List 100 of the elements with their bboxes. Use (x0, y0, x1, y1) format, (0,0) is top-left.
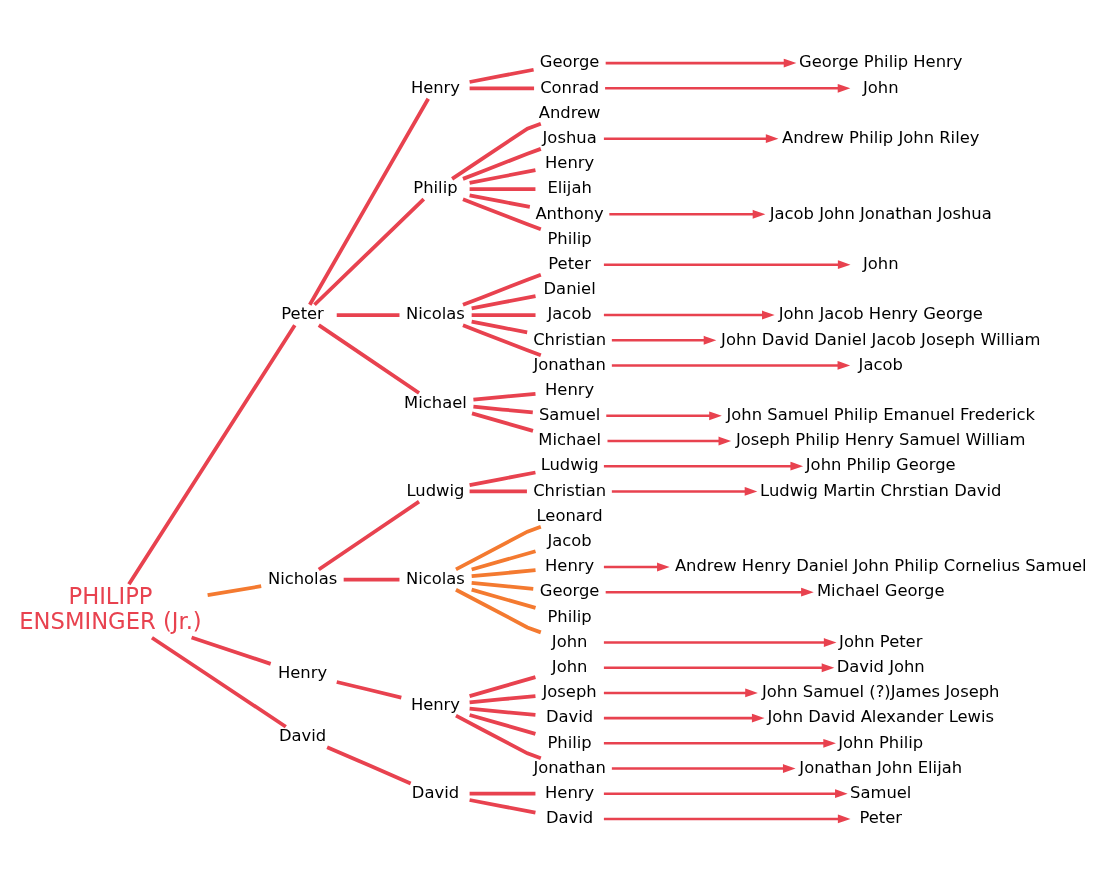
node-text: Christian (533, 329, 607, 349)
node-text: Andrew Philip John Riley (782, 127, 980, 147)
node-text: Ludwig (540, 454, 599, 474)
connector (471, 312, 536, 317)
connector (317, 323, 421, 394)
arrow (607, 436, 732, 445)
node-text: Peter (548, 253, 591, 273)
connector (469, 489, 527, 493)
connector (471, 319, 528, 334)
node-text: Anthony (535, 203, 604, 223)
node-text: Ludwig (406, 480, 465, 500)
connector (469, 791, 536, 796)
connector (471, 293, 536, 310)
arrow (603, 310, 775, 319)
node-text: John (551, 631, 588, 651)
node-text: John (551, 656, 588, 676)
node-text: Daniel (543, 278, 596, 298)
node-text: John (862, 77, 899, 97)
arrow (606, 410, 722, 420)
node-text: John Samuel (?)James Joseph (761, 681, 1000, 701)
node-text: Henry (545, 152, 595, 172)
connector (469, 67, 534, 84)
node-text: George Philip Henry (799, 51, 963, 71)
node-text: Henry (410, 694, 461, 714)
node-text: David (278, 725, 327, 745)
node-text: David (546, 706, 594, 726)
node-text: Jacob (858, 354, 903, 374)
connector (462, 146, 542, 181)
connector (469, 706, 536, 717)
node-text: Henry (545, 555, 595, 575)
connector (469, 186, 536, 191)
node-text: Andrew (538, 102, 601, 122)
connector (471, 587, 537, 610)
connector (469, 167, 536, 185)
node-text: Samuel (850, 782, 912, 802)
connector (471, 580, 534, 591)
node-text: Henry (410, 77, 461, 97)
connector (455, 713, 542, 760)
node-text: George (539, 51, 600, 71)
arrow (605, 58, 797, 68)
connector (469, 712, 536, 736)
node-text: Jonathan (533, 757, 606, 777)
node-text: John Philip (838, 732, 924, 752)
node-text: Joshua (542, 127, 597, 147)
node-text: Henry (545, 782, 595, 802)
node-text: Joseph (542, 681, 597, 701)
node-text: Henry (278, 662, 328, 682)
connector (471, 567, 536, 578)
connector (150, 635, 287, 728)
node-text: Andrew Henry Daniel John Philip Cornelius Samuel (674, 555, 1087, 575)
node-text: Nicholas (267, 568, 338, 588)
connector (471, 411, 534, 433)
node-text: Michael George (816, 580, 945, 600)
connector (471, 548, 537, 571)
connector (451, 121, 542, 180)
connector (469, 693, 536, 704)
connector (462, 272, 542, 307)
arrow (603, 713, 765, 723)
node-text: John Jacob Henry George (778, 303, 983, 323)
node-text: John Samuel Philip Emanuel Frederick (726, 404, 1035, 424)
connector (191, 635, 272, 666)
node-text: Joseph Philip Henry Samuel William (735, 429, 1026, 449)
arrow (603, 461, 804, 471)
node-text: John Philip George (805, 454, 956, 474)
node-text: David (411, 782, 460, 802)
connector (326, 744, 412, 785)
arrow (611, 335, 717, 345)
connector (469, 85, 535, 90)
node-text: Philip (413, 177, 458, 197)
connector (455, 587, 542, 634)
connector (317, 499, 421, 571)
connector (313, 197, 426, 306)
arrow (609, 209, 766, 219)
node-text: Leonard (536, 505, 603, 525)
arrow (605, 83, 851, 93)
arrow (611, 486, 758, 496)
connector (469, 797, 536, 814)
node-text: Jacob (547, 530, 592, 550)
connector (336, 679, 402, 699)
node-text: David (546, 807, 594, 827)
node-text: Ludwig Martin Chrstian David (760, 480, 1002, 500)
connector (469, 193, 531, 209)
node-text: Michael (404, 391, 467, 411)
arrow (603, 562, 670, 571)
node-text: Peter (859, 807, 903, 827)
connector (308, 97, 430, 306)
node-text: Jacob (547, 303, 592, 323)
node-text: Philip (547, 228, 592, 248)
arrow (603, 662, 835, 672)
arrow (603, 259, 851, 269)
node-text: Philip (547, 732, 592, 752)
connector (469, 674, 536, 698)
node-text: Nicolas (406, 568, 465, 588)
arrow (603, 133, 779, 143)
node-text: Michael (538, 429, 601, 449)
connector (473, 391, 536, 402)
node-text: John (862, 253, 899, 273)
node-text: George (539, 580, 600, 600)
node-text: Conrad (540, 77, 600, 97)
connector (343, 577, 400, 581)
